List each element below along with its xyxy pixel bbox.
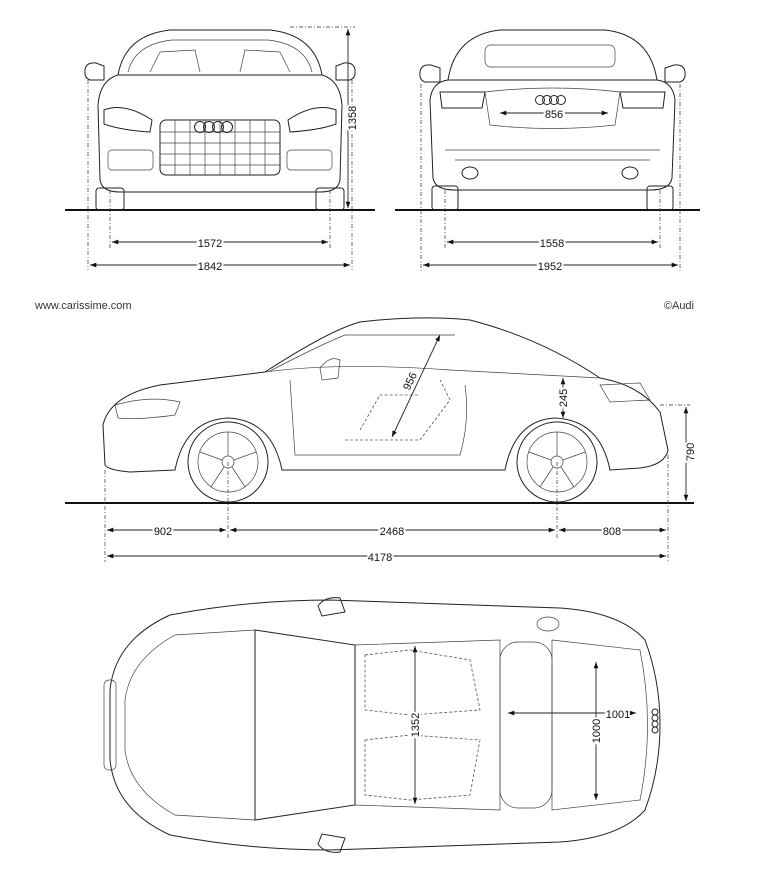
top-body xyxy=(109,599,661,851)
side-view: 902 2468 808 4178 790 245 956 xyxy=(65,317,699,566)
headroom-label: 956 xyxy=(401,371,420,393)
rear-window xyxy=(484,44,616,68)
side-window xyxy=(267,334,455,373)
windshield xyxy=(254,629,356,821)
mirror-right xyxy=(317,833,346,853)
audi-rings-icon xyxy=(194,121,233,133)
windshield xyxy=(127,39,313,73)
brand-credit: ©Audi xyxy=(664,300,694,312)
length-label: 4178 xyxy=(368,552,392,564)
trunk-lid xyxy=(551,639,648,811)
headroom-dim xyxy=(391,334,441,438)
mirror-left xyxy=(317,597,346,617)
front-overhang-label: 902 xyxy=(154,526,172,538)
headlight xyxy=(114,398,181,419)
front-bumper xyxy=(103,679,117,771)
trunk-lid xyxy=(484,87,621,129)
rear-view: 856 1558 1952 xyxy=(395,29,700,275)
rear-body xyxy=(429,79,676,191)
front-seats xyxy=(149,49,291,73)
taillight-right xyxy=(619,91,666,109)
fog-light-left xyxy=(107,149,154,171)
side-mirror xyxy=(319,358,341,381)
exhaust-right xyxy=(621,166,639,180)
front-track-label: 1572 xyxy=(198,238,222,250)
mirror-left xyxy=(419,64,441,83)
trunk-width-label: 1000 xyxy=(591,719,603,743)
soft-top-storage xyxy=(499,641,553,809)
headlight-right xyxy=(287,107,337,133)
seat-outline xyxy=(345,379,451,441)
interior-width-label: 1352 xyxy=(410,713,422,737)
mirror-right xyxy=(335,62,356,81)
trunk-length-label: 1001 xyxy=(606,709,630,721)
hood xyxy=(124,629,256,821)
rear-width-label: 1952 xyxy=(538,261,562,273)
front-roof xyxy=(117,29,323,76)
audi-rings-icon xyxy=(535,95,566,105)
rear-inner-label: 856 xyxy=(545,109,563,121)
taillight-left xyxy=(439,91,486,109)
exhaust-left xyxy=(461,166,479,180)
website-credit: www.carissime.com xyxy=(34,300,132,312)
rear-bumper xyxy=(445,149,660,161)
mirror-right xyxy=(664,64,686,83)
trunk-height-label: 245 xyxy=(558,389,570,407)
front-height-label: 1358 xyxy=(347,106,359,130)
rear-roof xyxy=(447,29,658,81)
fuel-cap xyxy=(536,616,560,632)
beltline xyxy=(264,366,601,379)
rear-height-label: 790 xyxy=(685,443,697,461)
seats-outline xyxy=(364,649,481,801)
rear-wheel xyxy=(516,421,598,503)
cabin xyxy=(354,639,501,811)
top-view: 1352 1000 1001 xyxy=(103,597,661,853)
front-width-label: 1842 xyxy=(198,261,222,273)
rear-overhang-label: 808 xyxy=(603,526,621,538)
side-body xyxy=(102,317,669,473)
taillight xyxy=(599,382,651,403)
rear-track-label: 1558 xyxy=(540,238,564,250)
grille-mesh xyxy=(160,120,280,175)
front-view: 1572 1842 1358 xyxy=(65,26,375,275)
fog-light-right xyxy=(286,149,333,171)
door-outline xyxy=(289,379,468,456)
mirror-left xyxy=(84,62,105,81)
audi-rings-icon xyxy=(651,708,659,734)
headlight-left xyxy=(103,107,153,133)
wheelbase-label: 2468 xyxy=(380,526,404,538)
